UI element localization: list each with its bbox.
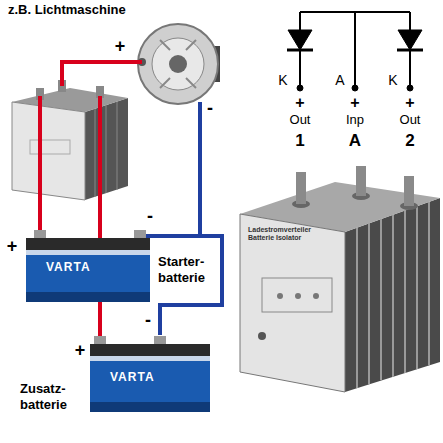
lead — [409, 12, 411, 30]
pin-dot — [297, 85, 303, 91]
vent — [186, 78, 196, 88]
battery-lid — [26, 238, 150, 250]
polarity-sign: - — [207, 98, 213, 119]
bolt — [356, 166, 366, 196]
isolator-photo — [240, 166, 440, 392]
diode-schematic — [287, 12, 423, 91]
fin — [428, 202, 430, 365]
panel-mark — [30, 140, 70, 154]
fin — [95, 109, 96, 197]
led — [313, 293, 319, 299]
fin — [416, 206, 418, 369]
bolt — [296, 172, 306, 204]
battery-body — [26, 250, 150, 302]
signal-name: Inp — [346, 113, 364, 128]
fin — [368, 223, 370, 384]
isolator-unit: Ladestromverteiler Batterie Isolator — [232, 160, 442, 396]
pin-name: K — [388, 72, 397, 88]
terminal-number: A — [349, 131, 361, 151]
terminal-number: 2 — [405, 131, 414, 151]
blue-wire — [142, 234, 200, 238]
signal-name: Out — [400, 113, 421, 128]
pin-name: A — [335, 72, 344, 88]
pin-dot — [352, 85, 358, 91]
battery-band — [90, 356, 210, 361]
fin — [380, 219, 382, 380]
lead — [354, 12, 356, 88]
brand-label: VARTA — [110, 370, 180, 384]
alternator-face — [152, 38, 204, 90]
lead — [299, 12, 301, 30]
battery: VARTA Zusatz- batterie — [18, 335, 214, 421]
battery-foot — [26, 292, 150, 302]
pin-dot — [407, 85, 413, 91]
isolator-front — [12, 102, 85, 200]
negative-wire — [142, 102, 200, 236]
fins — [357, 202, 429, 388]
fin — [404, 210, 406, 373]
diode-symbol — [288, 30, 312, 50]
heatsink — [345, 198, 440, 392]
polarity-sign: - — [145, 310, 151, 331]
signal-name: Out — [290, 113, 311, 128]
pin-name: K — [278, 72, 287, 88]
alternator: z.B. Lichtmaschine — [4, 2, 218, 118]
battery-picture — [90, 336, 210, 412]
polarity-sign: + — [7, 236, 18, 257]
bolt — [404, 176, 414, 206]
alternator-hub — [169, 55, 187, 73]
isolator-front — [240, 214, 345, 392]
brand-label: VARTA — [46, 260, 116, 274]
polarity-sign: + — [295, 94, 304, 112]
polarity-sign: + — [115, 36, 126, 57]
vent — [160, 40, 170, 50]
polarity-sign: - — [147, 206, 153, 227]
battery-foot — [90, 402, 210, 412]
lead — [299, 50, 301, 88]
led — [295, 293, 301, 299]
blue-wire — [198, 102, 202, 118]
isolator-picture — [12, 80, 128, 200]
panel-box — [262, 278, 332, 312]
heatsink — [85, 98, 128, 200]
red-wire — [38, 96, 42, 232]
polarity-sign: + — [75, 340, 86, 361]
part-title: z.B. Lichtmaschine — [8, 2, 140, 18]
polarity-sign: + — [350, 94, 359, 112]
battery-name: Zusatz- batterie — [20, 381, 78, 412]
switch — [258, 332, 266, 340]
battery-lid — [90, 344, 210, 356]
blue-wire — [160, 118, 222, 335]
battery-band — [26, 250, 150, 255]
fin — [392, 215, 394, 377]
fin — [106, 105, 107, 193]
alternator-picture — [138, 24, 220, 104]
diode-symbol — [398, 30, 422, 50]
battery-picture — [26, 230, 150, 302]
fin — [117, 102, 118, 190]
lead — [409, 50, 411, 88]
alternator-body — [138, 24, 218, 104]
battery: VARTA Starter- batterie — [22, 228, 218, 304]
battery-name: Starter- batterie — [158, 254, 216, 285]
led — [277, 293, 283, 299]
red-wire — [62, 62, 142, 86]
polarity-sign: + — [405, 94, 414, 112]
vent — [160, 78, 170, 88]
battery-body — [90, 356, 210, 412]
device-label: Ladestromverteiler Batterie Isolator — [248, 226, 336, 243]
terminal-number: 1 — [295, 131, 304, 151]
fin — [356, 228, 358, 388]
vent — [186, 40, 196, 50]
